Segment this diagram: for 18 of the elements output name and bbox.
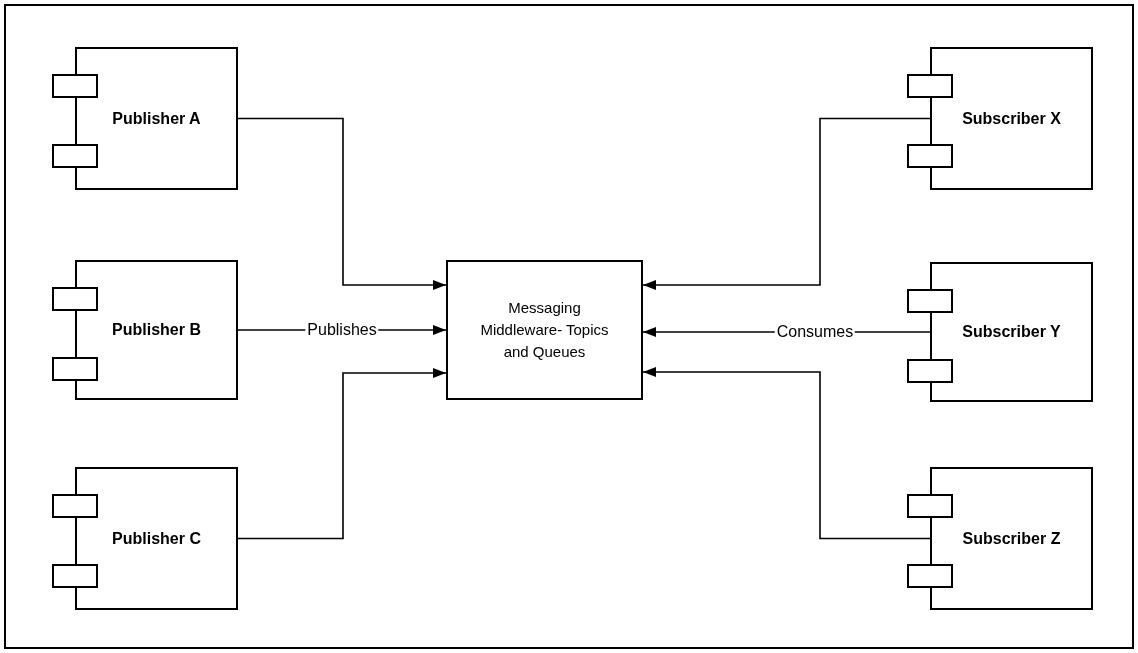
- component-box: [75, 47, 238, 190]
- middleware-box: [446, 260, 643, 400]
- component-box: [930, 262, 1093, 402]
- node-label: Publisher C: [112, 528, 201, 549]
- component-box: [930, 467, 1093, 610]
- node-label: Subscriber Z: [962, 528, 1061, 549]
- node-label: Messaging Middleware- Topics and Queues: [479, 298, 610, 362]
- arrow: [642, 367, 931, 540]
- arrow: [237, 368, 447, 540]
- component-box: [75, 260, 238, 400]
- arrow: [237, 117, 447, 290]
- component-box: [75, 467, 238, 610]
- node-label: Publisher A: [112, 108, 201, 129]
- node-label: Subscriber X: [962, 108, 1061, 129]
- node-label: Subscriber Y: [962, 322, 1061, 342]
- arrow: [642, 117, 931, 290]
- component-box: [930, 47, 1093, 190]
- node-label: Publisher B: [112, 320, 201, 340]
